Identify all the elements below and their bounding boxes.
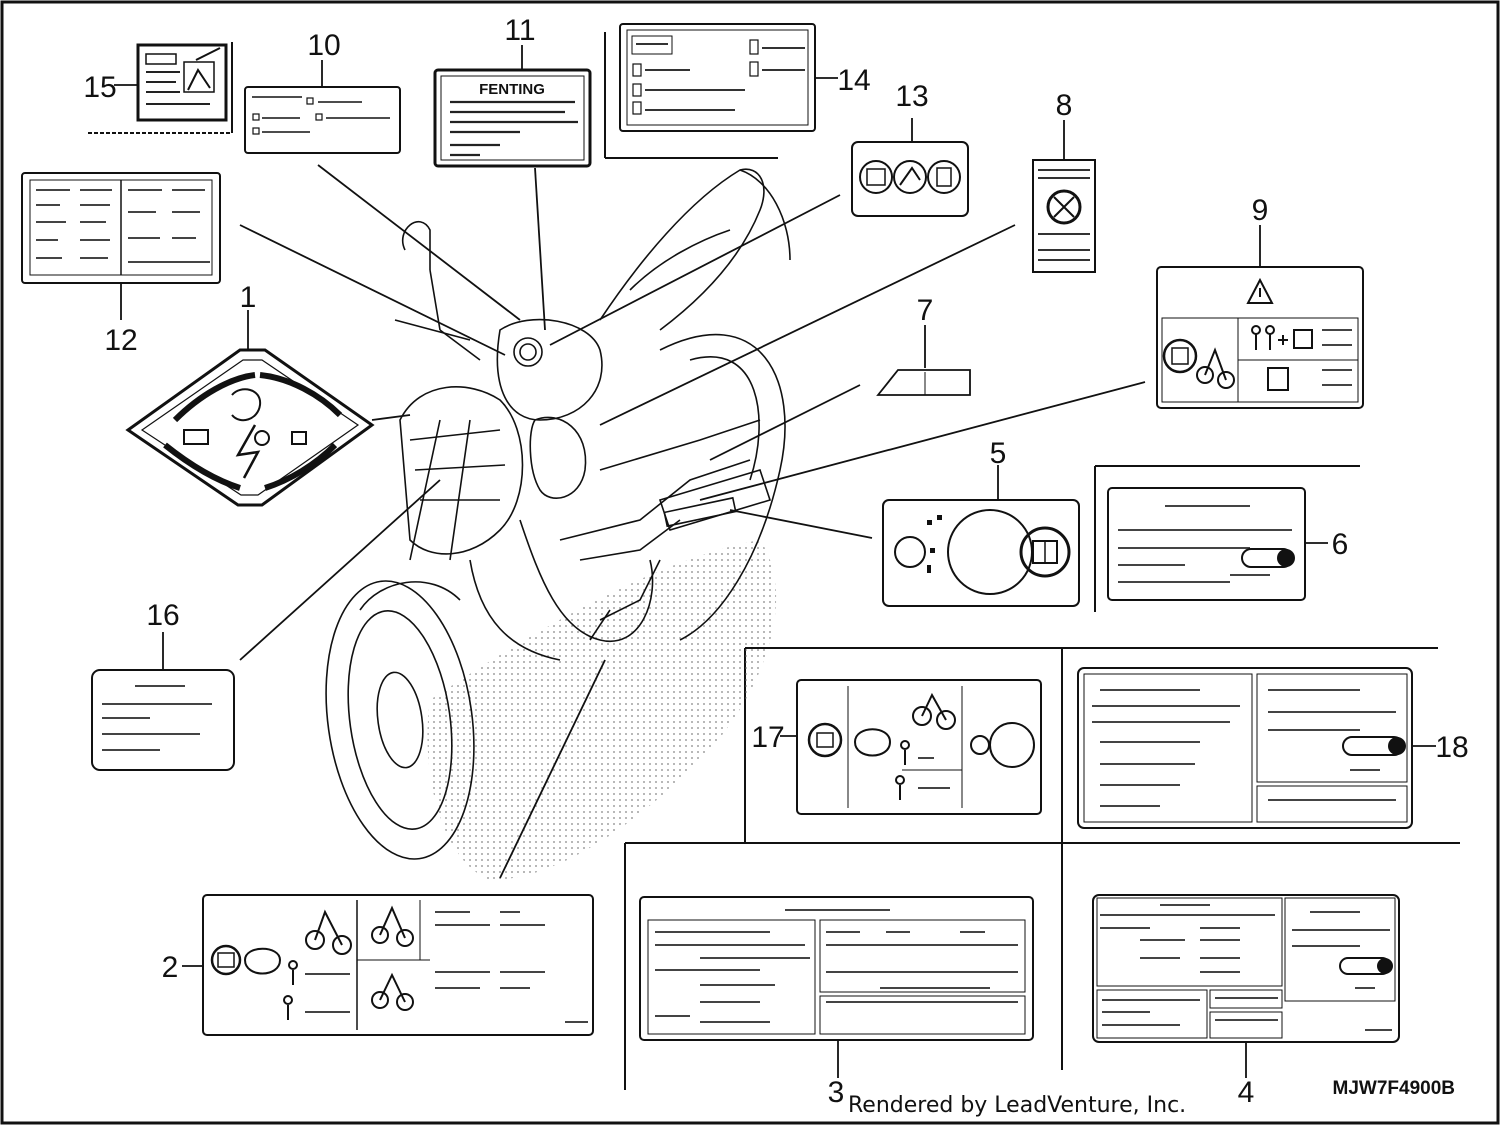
callout-numbers: 1 2 3 4 5 6 7 8 9 10 11 12 13 14 15 16 1… xyxy=(83,14,1468,1109)
label-9[interactable] xyxy=(1156,225,1364,409)
leader-lines xyxy=(239,164,1146,879)
label-17[interactable] xyxy=(780,679,1042,815)
callout-14: 14 xyxy=(837,64,870,97)
callout-17: 17 xyxy=(751,721,784,754)
callout-4: 4 xyxy=(1238,1076,1255,1109)
section-dividers xyxy=(88,32,1460,1090)
callout-2: 2 xyxy=(162,951,179,984)
ground-shadow xyxy=(427,540,777,880)
callout-8: 8 xyxy=(1056,89,1073,122)
callout-11: 11 xyxy=(504,14,535,47)
callout-5: 5 xyxy=(990,437,1007,470)
callout-7: 7 xyxy=(917,294,934,327)
callout-9: 9 xyxy=(1252,194,1269,227)
label-13[interactable] xyxy=(851,118,969,217)
callout-16: 16 xyxy=(146,599,179,632)
callout-18: 18 xyxy=(1435,731,1468,764)
callout-10: 10 xyxy=(307,29,340,62)
label-15[interactable] xyxy=(114,43,228,122)
label-8[interactable] xyxy=(1032,120,1096,273)
label-1[interactable] xyxy=(125,310,375,507)
label-7[interactable] xyxy=(876,325,971,396)
callout-3: 3 xyxy=(828,1076,845,1109)
label-2[interactable] xyxy=(182,894,594,1036)
motorcycle-illustration xyxy=(325,168,791,860)
callout-12: 12 xyxy=(104,324,137,357)
credit-text: Rendered by LeadVenture, Inc. xyxy=(848,1093,1186,1118)
label-14[interactable] xyxy=(619,23,838,132)
label-12[interactable] xyxy=(21,172,221,320)
label-6[interactable] xyxy=(1107,487,1328,601)
label-4[interactable] xyxy=(1092,894,1400,1078)
callout-15: 15 xyxy=(83,71,116,104)
label-18[interactable] xyxy=(1077,667,1436,829)
callout-6: 6 xyxy=(1332,528,1349,561)
label-11[interactable] xyxy=(433,45,592,168)
label-16[interactable] xyxy=(91,632,235,771)
diagram-code: MJW7F4900B xyxy=(1333,1078,1456,1099)
callout-13: 13 xyxy=(895,80,928,113)
label-3[interactable] xyxy=(639,896,1034,1078)
label-5[interactable] xyxy=(882,465,1080,607)
callout-1: 1 xyxy=(240,281,257,314)
label-10[interactable] xyxy=(244,60,401,154)
label-11-heading: FENTING xyxy=(479,81,545,98)
